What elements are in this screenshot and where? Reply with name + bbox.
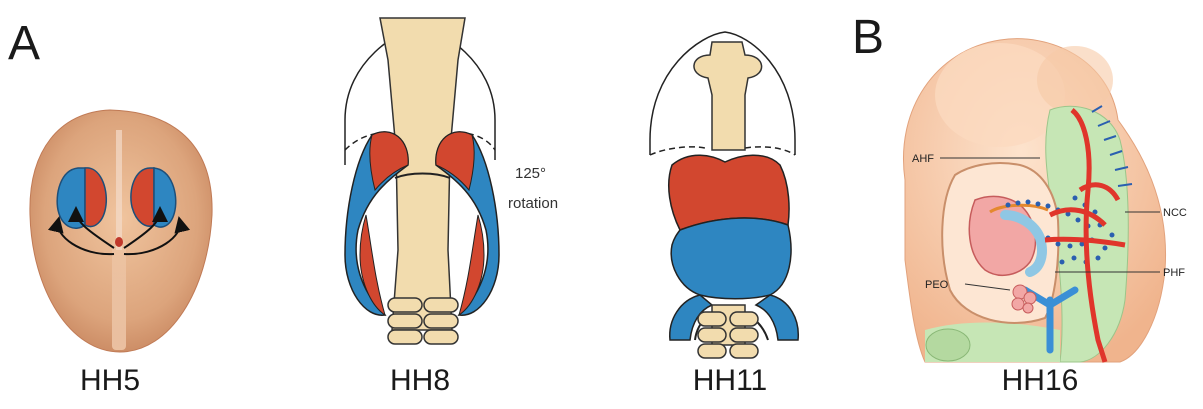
hh5-embryo [30,110,212,352]
hh16-embryo: AHF NCC PHF PEO [903,39,1186,362]
hh16-label-phf: PHF [1163,267,1185,279]
hh11-embryo [650,32,798,358]
hh8-rotation-word: rotation [508,195,558,212]
hh5-left-heart-field [57,168,106,228]
hh16-label-ahf: AHF [912,153,934,165]
hh8-rotation-value: 125° [515,165,546,182]
hh16-label-ncc: NCC [1163,207,1187,219]
hh8-embryo: 125° rotation [345,18,558,344]
hh5-right-heart-field [131,168,176,227]
hh16-label-peo: PEO [925,279,949,291]
